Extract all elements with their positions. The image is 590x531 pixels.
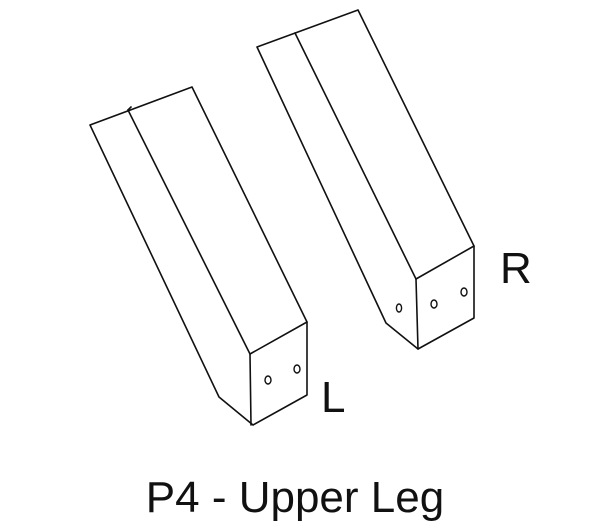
left-part-outline [89,86,308,426]
diagram-caption: P4 - Upper Leg [145,473,445,522]
left-part-label: L [321,373,346,422]
left-part-end-face-edge [249,321,308,355]
right-part-end-face-edge [415,245,475,280]
right-part-long-edge [294,32,417,280]
right-part-hole [430,299,438,309]
right-part-hole [460,287,468,297]
left-part-end-vertical-edge [249,353,252,426]
left-part-hole [264,375,272,385]
right-part-hole [395,303,403,313]
left-part-long-edge [127,109,251,355]
left-part-top-seam [127,106,132,111]
left-upper-leg-part [89,86,308,426]
right-part-end-vertical-edge [415,278,419,350]
left-part-hole [293,364,301,374]
right-part-outline [256,9,475,350]
right-part-label: R [500,244,532,293]
right-upper-leg-part [256,9,475,350]
